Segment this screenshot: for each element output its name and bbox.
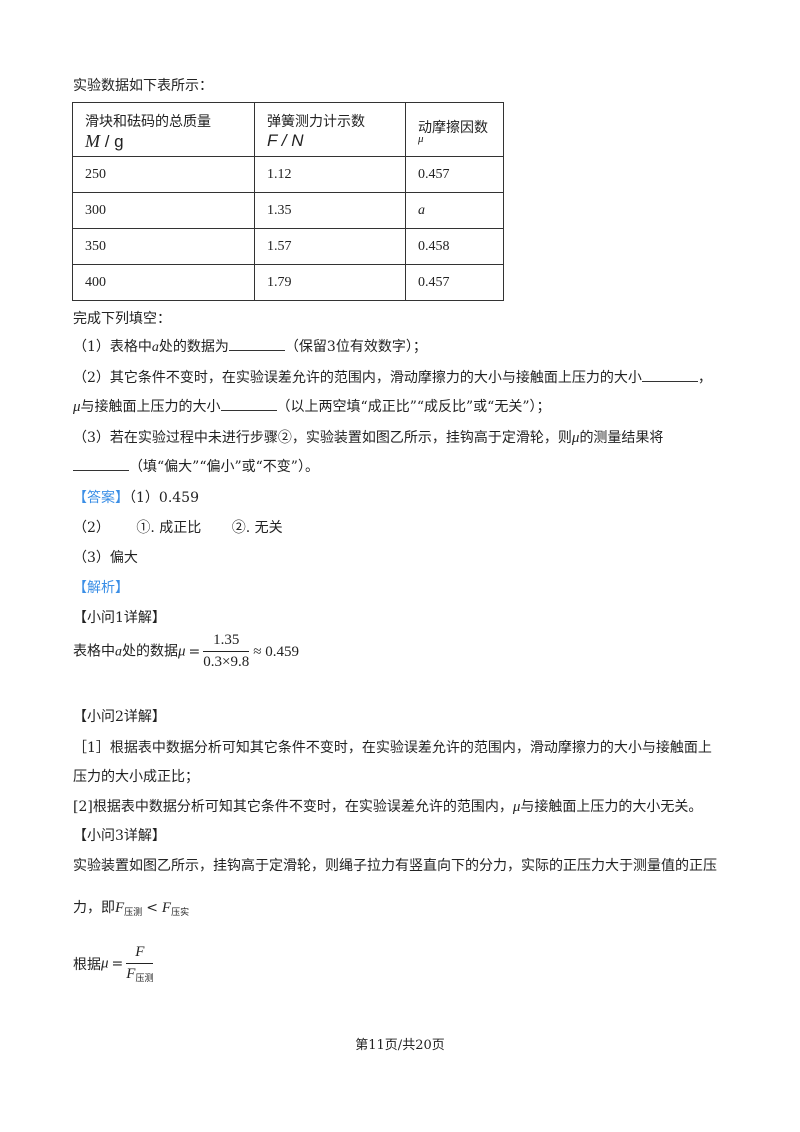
table-cell: 1.79	[254, 264, 406, 301]
table-header-row: 滑块和砝码的总质量 M / g 弹簧测力计示数 F / N 动摩擦因数 μ	[72, 102, 504, 157]
answer-line-1: 【答案】（1）0.459	[73, 487, 199, 507]
table-cell: 400	[72, 264, 255, 301]
question-2-line1: （2）其它条件不变时，在实验误差允许的范围内，滑动摩擦力的大小与接触面上压力的大…	[73, 367, 712, 387]
table-row: 300 1.35 a	[72, 192, 504, 229]
s1-result: ≈ 0.459	[253, 643, 299, 660]
q1-var: a	[151, 340, 159, 355]
s1-denominator: 0.3×9.8	[203, 654, 250, 670]
s1-mu: μ	[178, 643, 186, 660]
q2-suffix: （以上两空填“成正比”“成反比”或“无关”）；	[276, 399, 551, 415]
header-mass-label: 滑块和砝码的总质量	[85, 115, 211, 130]
s1-prefix: 表格中	[73, 643, 115, 660]
table-row: 400 1.79 0.457	[72, 264, 504, 301]
s2-p2-suffix: 与接触面上压力的大小无关。	[520, 799, 703, 815]
header-mu-symbol: μ	[418, 133, 424, 145]
instruction-text: 完成下列填空：	[73, 311, 171, 327]
table-cell: 0.458	[405, 228, 504, 265]
q1-prefix: （1）表格中	[73, 339, 152, 355]
s1-var: a	[115, 644, 122, 660]
q2-mu: μ	[73, 399, 81, 415]
s3-den-sub: 压测	[135, 973, 154, 983]
table-cell: 350	[72, 228, 255, 265]
q3-mid: 的测量结果将	[579, 430, 664, 446]
q1-suffix: （保留3位有效数字）；	[284, 339, 427, 355]
q2-mid: 与接触面上压力的大小	[80, 399, 221, 415]
page-footer: 第11页/共20页	[355, 1038, 445, 1053]
answer-line-3: （3）偏大	[73, 550, 138, 566]
s1-eq: =	[188, 643, 201, 660]
s3-line2-prefix: 力，即	[73, 900, 115, 916]
section-2-p1-line2: 压力的大小成正比；	[73, 769, 199, 785]
section-3-line1: 实验装置如图乙所示，挂钩高于定滑轮，则绳子拉力有竖直向下的分力，实际的正压力大于…	[73, 858, 717, 874]
s2-p2-prefix: [2]根据表中数据分析可知其它条件不变时，在实验误差允许的范围内，	[73, 799, 513, 815]
s1-mid: 处的数据	[122, 643, 178, 660]
intro-text: 实验数据如下表所示：	[73, 78, 213, 94]
section-2-p2: [2]根据表中数据分析可知其它条件不变时，在实验误差允许的范围内，μ与接触面上压…	[73, 796, 702, 816]
s1-numerator: 1.35	[203, 632, 250, 652]
s3-sub-measured: 压测	[124, 908, 143, 918]
table-row: 250 1.12 0.457	[72, 156, 504, 193]
header-force-label: 弹簧测力计示数	[267, 115, 365, 130]
question-3-line2: （填“偏大”“偏小”或“不变”）。	[73, 456, 319, 476]
q3-prefix: （3）若在实验过程中未进行步骤②，实验装置如图乙所示，挂钩高于定滑轮，则	[73, 430, 572, 446]
q2-blank-1	[641, 369, 698, 382]
s3-sub-actual: 压实	[171, 908, 190, 918]
q2-comma: ，	[697, 370, 712, 386]
q3-mu: μ	[571, 430, 580, 446]
q2-blank-2	[220, 398, 277, 411]
answer-2-part-1: ①. 成正比	[136, 520, 202, 536]
q1-blank	[228, 338, 285, 351]
table-cell: 1.12	[254, 156, 406, 193]
table-cell: 1.35	[254, 192, 406, 229]
s3-numerator: F	[126, 944, 154, 964]
question-3-line1: （3）若在实验过程中未进行步骤②，实验装置如图乙所示，挂钩高于定滑轮，则μ的测量…	[73, 427, 663, 447]
answer-2-num: （2）	[73, 520, 110, 536]
answer-2-part-2: ②. 无关	[231, 520, 283, 536]
question-1: （1）表格中a处的数据为 （保留3位有效数字）；	[73, 336, 427, 356]
s1-fraction: 1.35 0.3×9.8	[203, 632, 250, 671]
question-2-line2: μ与接触面上压力的大小 （以上两空填“成正比”“成反比”或“无关”）；	[73, 396, 550, 416]
data-table: 滑块和砝码的总质量 M / g 弹簧测力计示数 F / N 动摩擦因数 μ 25…	[72, 102, 504, 301]
answer-tag: 【答案】	[73, 490, 129, 506]
section-1-body: 表格中a处的数据μ=1.35 0.3×9.8≈ 0.459	[73, 632, 299, 671]
s3-line3-prefix: 根据	[73, 957, 101, 973]
s3-f2: F	[161, 900, 172, 916]
section-1-title: 【小问1详解】	[73, 610, 166, 626]
q3-suffix: （填“偏大”“偏小”或“不变”）。	[129, 459, 319, 475]
header-force: 弹簧测力计示数 F / N	[254, 102, 406, 157]
section-2-title: 【小问2详解】	[73, 709, 166, 725]
table-cell: 0.457	[405, 156, 504, 193]
q2-prefix: （2）其它条件不变时，在实验误差允许的范围内，滑动摩擦力的大小与接触面上压力的大…	[73, 370, 642, 386]
header-mass-symbol: M	[85, 131, 100, 151]
s3-den-f: F	[126, 966, 136, 982]
answer-1: （1）0.459	[129, 490, 199, 506]
s3-f1: F	[115, 900, 125, 916]
s2-mu: μ	[512, 799, 521, 815]
table-cell: 0.457	[405, 264, 504, 301]
header-mass-unit: / g	[100, 132, 124, 151]
answer-line-2: （2） ①. 成正比 ②. 无关	[73, 517, 283, 537]
table-cell: 250	[72, 156, 255, 193]
table-cell: 300	[72, 192, 255, 229]
table-cell: 1.57	[254, 228, 406, 265]
section-3-title: 【小问3详解】	[73, 828, 166, 844]
header-force-symbol: F / N	[267, 131, 304, 150]
section-2-p1-line1: ［1］根据表中数据分析可知其它条件不变时，在实验误差允许的范围内，滑动摩擦力的大…	[73, 740, 712, 756]
q3-blank	[73, 458, 129, 471]
q1-mid: 处的数据为	[158, 339, 229, 355]
s3-mu: μ	[101, 955, 109, 972]
s3-lt: <	[146, 900, 158, 916]
table-row: 350 1.57 0.458	[72, 228, 504, 265]
section-3-line2: 力，即F压测<F压实	[73, 897, 189, 918]
table-cell: a	[405, 192, 504, 229]
s3-eq: =	[111, 956, 124, 972]
header-mu-label: 动摩擦因数	[418, 121, 488, 136]
header-mass: 滑块和砝码的总质量 M / g	[72, 102, 255, 157]
header-mu: 动摩擦因数 μ	[405, 102, 504, 157]
analysis-tag: 【解析】	[73, 580, 129, 596]
